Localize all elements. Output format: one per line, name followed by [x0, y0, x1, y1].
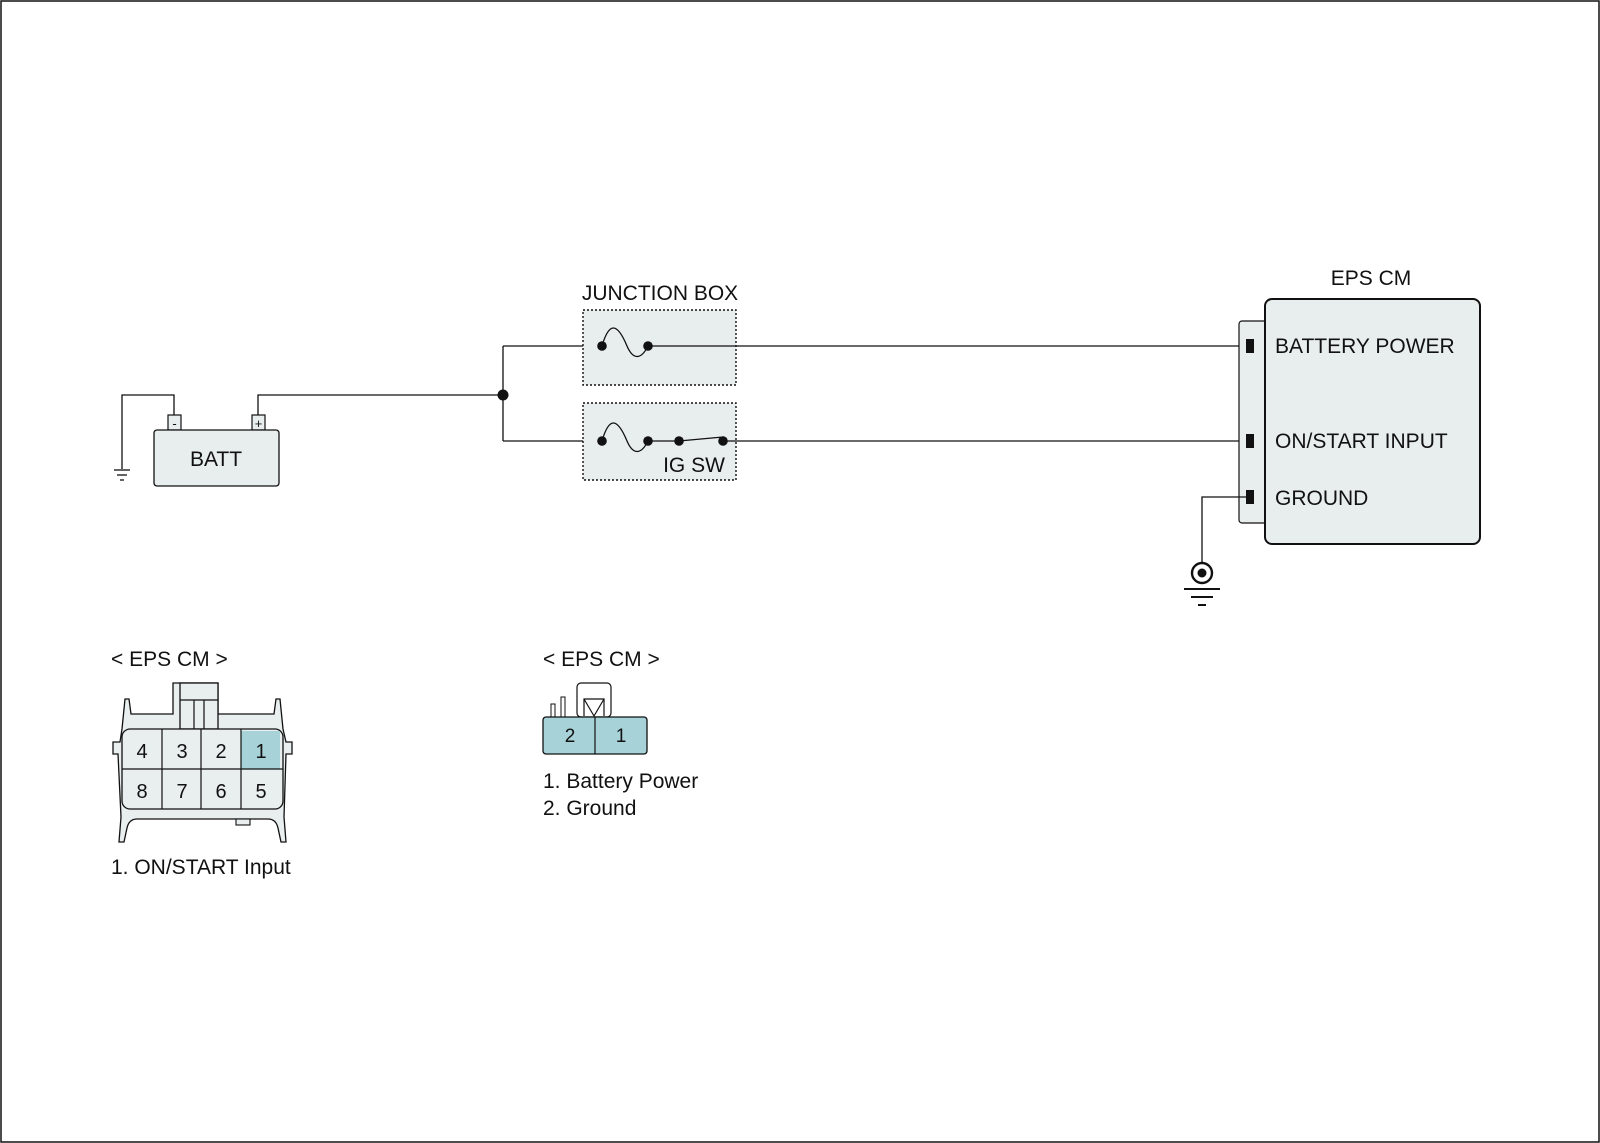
- connector-right-title: < EPS CM >: [543, 648, 660, 671]
- battery-positive-wire: [257, 394, 503, 415]
- pin-label: 1: [255, 741, 266, 763]
- wire-eps-ground: [1201, 496, 1246, 563]
- pin-label: 6: [215, 781, 226, 803]
- battery-label: BATT: [190, 448, 242, 471]
- chassis-ground-icon: [114, 469, 130, 481]
- junction-box-title: JUNCTION BOX: [582, 282, 738, 305]
- connector-right-legend: 2. Ground: [543, 797, 636, 820]
- connector-right-legend: 1. Battery Power: [543, 770, 698, 793]
- connector-left-legend: 1. ON/START Input: [111, 856, 291, 879]
- eps-cm-title: EPS CM: [1331, 267, 1412, 290]
- eps-cm-connector-8pin: < EPS CM > 4 3 2 1 8 7 6 5 1. ON/START I…: [111, 648, 293, 879]
- eps-cm-body: [1264, 298, 1481, 545]
- pin-label: 3: [176, 741, 187, 763]
- eps-cm-connector-2pin: < EPS CM > 2 1 1. Battery Power 2. Groun…: [542, 648, 698, 820]
- terminal-label-battery-power: BATTERY POWER: [1275, 335, 1455, 358]
- connector-latch: [179, 682, 219, 730]
- battery-negative-sign: -: [172, 416, 176, 431]
- connector-latch: [576, 682, 612, 718]
- pin-label: 2: [565, 726, 576, 747]
- battery: - + BATT: [114, 394, 280, 487]
- eyelet-ground-icon: [1184, 561, 1220, 606]
- ignition-switch-label: IG SW: [663, 454, 725, 477]
- terminal-pin: [1246, 434, 1254, 448]
- pin-highlight: [241, 731, 280, 769]
- pin-label: 1: [616, 726, 627, 747]
- terminal-pin: [1246, 490, 1254, 504]
- pin-label: 7: [176, 781, 187, 803]
- connector-left-title: < EPS CM >: [111, 648, 228, 671]
- eps-cm-module: EPS CM BATTERY POWER ON/START INPUT GROU…: [1238, 267, 1481, 545]
- terminal-label-ground: GROUND: [1275, 487, 1368, 510]
- pin-label: 4: [136, 741, 147, 763]
- pin-label: 8: [136, 781, 147, 803]
- battery-body: [153, 429, 280, 487]
- terminal-pin: [1246, 339, 1254, 353]
- terminal-label-on-start-input: ON/START INPUT: [1275, 430, 1448, 453]
- pin-label: 2: [215, 741, 226, 763]
- battery-positive-sign: +: [255, 416, 263, 431]
- pin-label: 5: [255, 781, 266, 803]
- junction-box: JUNCTION BOX IG SW: [582, 282, 738, 481]
- junction-box-fuse-block-1: [582, 309, 737, 386]
